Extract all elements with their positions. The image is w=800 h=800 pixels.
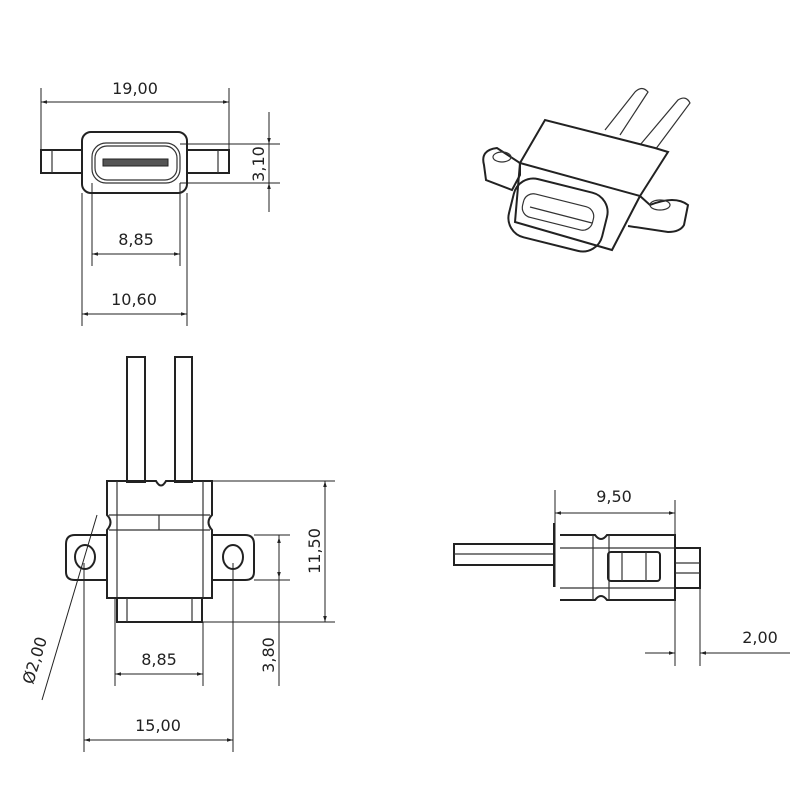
right-flange [184,149,230,174]
dim-protrusion: 2,00 [742,628,778,647]
side-protrusion [674,547,701,589]
dim-flange-height: 3,80 [259,637,278,673]
left-flange [40,149,86,174]
port-opening [91,142,181,184]
isometric-view [482,87,691,253]
mount-hole-left [74,544,96,570]
dim-tab-width: 8,85 [141,650,177,669]
pin-right [174,356,193,483]
bottom-view: 11,50 3,80 8,85 15,00 Ø2,00 [19,356,335,752]
contact-tongue [102,158,169,167]
dim-hole-diameter: Ø2,00 [19,635,51,687]
dim-height-total: 11,50 [305,528,324,574]
bottom-body [106,480,213,599]
dim-body-width: 10,60 [111,290,157,309]
side-view: 9,50 2,00 [453,487,790,666]
dim-hole-spacing: 15,00 [135,716,181,735]
dim-width-total: 19,00 [112,79,158,98]
iso-port [507,177,609,253]
dim-opening-width: 8,85 [118,230,154,249]
dim-depth: 9,50 [596,487,632,506]
dim-flange-thickness: 3,10 [249,146,268,182]
front-view: 19,00 3,10 8,85 10,60 [40,79,280,326]
bottom-tab [116,597,203,623]
pin-left [126,356,146,483]
side-window [607,551,661,582]
